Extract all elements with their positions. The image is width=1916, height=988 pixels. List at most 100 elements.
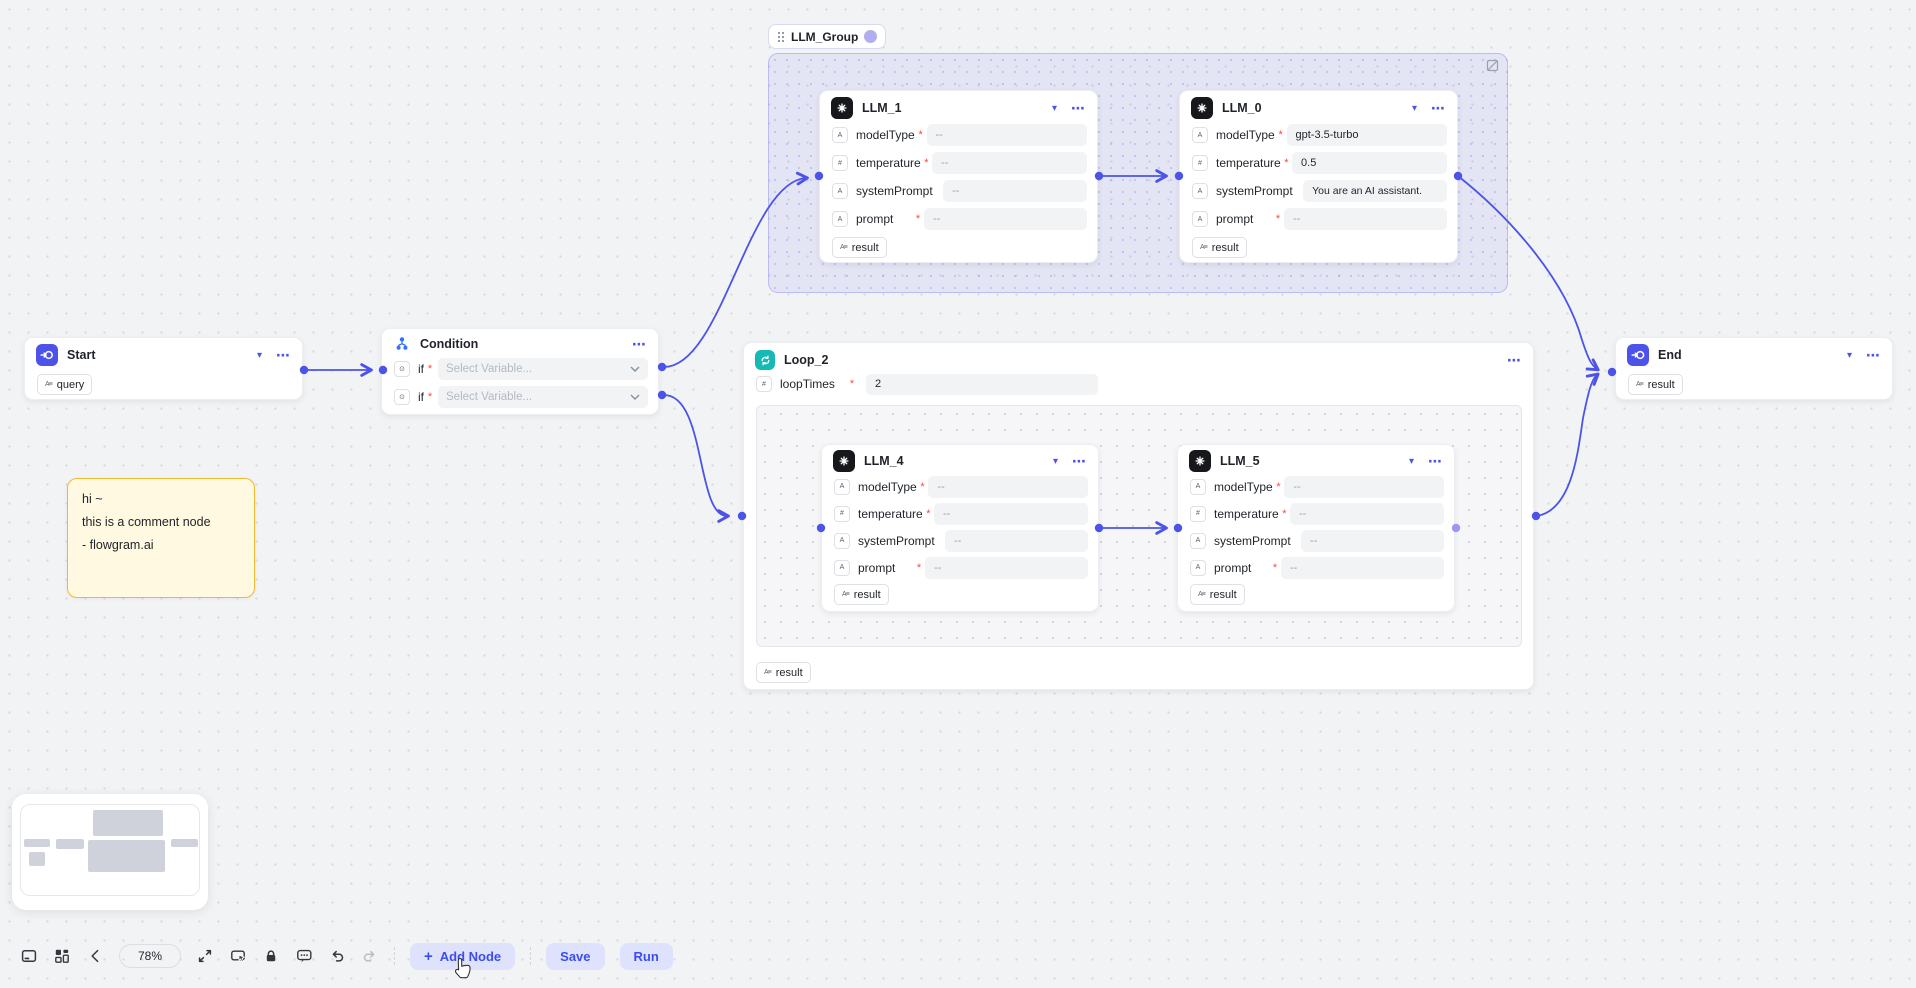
field-input[interactable]: -- — [933, 502, 1088, 525]
output-tag: A≡ result — [1192, 237, 1247, 258]
minimap-toggle-icon[interactable] — [20, 947, 38, 965]
select-mode-icon[interactable] — [229, 947, 247, 965]
field-row: A prompt * -- — [822, 554, 1098, 581]
end-icon — [1627, 344, 1649, 366]
output-tag: A≡ result — [1190, 584, 1245, 605]
node-title: LLM_4 — [864, 454, 904, 468]
collapse-icon[interactable]: ▾ — [1846, 349, 1852, 361]
field-input[interactable]: -- — [943, 180, 1087, 202]
node-title: Loop_2 — [784, 353, 829, 367]
more-menu-icon[interactable]: ⋯ — [1071, 100, 1085, 116]
node-start[interactable]: Start ▾ ⋯ A≡ query — [24, 337, 303, 400]
field-input[interactable]: -- — [945, 529, 1088, 552]
run-button[interactable]: Run — [619, 942, 673, 970]
minimap-node — [171, 839, 198, 847]
auto-layout-icon[interactable] — [53, 947, 71, 965]
field-row: A prompt * -- — [1180, 205, 1457, 233]
field-input[interactable]: -- — [928, 475, 1088, 498]
node-llm-4[interactable]: LLM_4 ▾ ⋯ A modelType * -- # temperature… — [821, 444, 1099, 612]
more-menu-icon[interactable]: ⋯ — [1866, 347, 1880, 363]
save-button[interactable]: Save — [546, 942, 605, 970]
collapse-icon[interactable]: ▾ — [1408, 455, 1414, 467]
collapse-icon[interactable]: ▾ — [256, 349, 262, 361]
string-type-icon: A — [1192, 211, 1208, 227]
node-llm-5[interactable]: LLM_5 ▾ ⋯ A modelType * -- # temperature… — [1177, 444, 1455, 612]
string-type-icon: A≡ — [1200, 244, 1208, 251]
node-title: LLM_5 — [1220, 454, 1260, 468]
string-type-icon: A≡ — [45, 381, 53, 388]
fit-view-icon[interactable] — [86, 947, 104, 965]
edge-if1-loop — [663, 394, 730, 523]
string-type-icon: A — [1190, 478, 1206, 495]
field-input[interactable]: -- — [1301, 529, 1444, 552]
field-row: A systemPrompt -- — [822, 527, 1098, 554]
llm-icon — [1191, 97, 1213, 119]
lock-icon[interactable] — [262, 947, 280, 965]
collapse-icon[interactable]: ▾ — [1052, 455, 1058, 467]
number-type-icon: # — [832, 155, 848, 171]
if-type-icon: ⊙ — [394, 361, 410, 377]
minimap-viewport[interactable] — [20, 804, 200, 896]
zoom-level[interactable]: 78% — [119, 944, 181, 968]
comment-line: this is a comment node — [82, 515, 211, 529]
field-input[interactable]: gpt-3.5-turbo — [1286, 124, 1447, 146]
string-type-icon: A — [1192, 127, 1208, 143]
node-end[interactable]: End ▾ ⋯ A≡ result — [1615, 337, 1893, 400]
field-input[interactable]: -- — [1284, 208, 1447, 230]
redo-icon[interactable] — [361, 947, 379, 965]
fullscreen-icon[interactable] — [196, 947, 214, 965]
field-input[interactable]: -- — [924, 208, 1087, 230]
field-input[interactable]: -- — [926, 124, 1087, 146]
loop-times-input[interactable]: 2 — [866, 373, 1098, 395]
string-type-icon: A≡ — [840, 244, 848, 251]
output-tag: A≡ result — [832, 237, 887, 258]
field-row: # temperature * 0.5 — [1180, 149, 1457, 177]
field-input[interactable]: -- — [932, 152, 1087, 174]
condition-branch-row: ⊙ if * Select Variable... — [382, 383, 658, 411]
string-type-icon: A≡ — [1198, 591, 1206, 598]
comment-tool-icon[interactable] — [295, 947, 313, 965]
field-row: A prompt * -- — [820, 205, 1097, 233]
add-node-button[interactable]: + Add Node — [410, 942, 516, 970]
node-condition[interactable]: Condition ⋯ ⊙ if * Select Variable... ⊙ … — [381, 328, 659, 415]
field-row: # temperature * -- — [1178, 500, 1454, 527]
field-row: A systemPrompt You are an AI assistant. — [1180, 177, 1457, 205]
loop-icon — [755, 350, 775, 370]
string-type-icon: A — [834, 478, 850, 495]
string-type-icon: A — [832, 127, 848, 143]
collapse-icon[interactable]: ▾ — [1051, 102, 1057, 114]
more-menu-icon[interactable]: ⋯ — [1072, 453, 1086, 469]
llm-group-header[interactable]: LLM_Group — [768, 24, 887, 49]
string-type-icon: A≡ — [1636, 381, 1644, 388]
variable-select[interactable]: Select Variable... — [438, 358, 648, 380]
field-input[interactable]: 0.5 — [1292, 152, 1447, 174]
field-input[interactable]: -- — [925, 556, 1088, 579]
ungroup-icon[interactable] — [1486, 59, 1499, 72]
start-icon — [36, 344, 58, 366]
more-menu-icon[interactable]: ⋯ — [1428, 453, 1442, 469]
variable-select[interactable]: Select Variable... — [438, 386, 648, 408]
field-input[interactable]: -- — [1284, 475, 1444, 498]
condition-icon — [393, 336, 411, 351]
drag-handle-icon[interactable] — [777, 31, 785, 43]
node-llm-1[interactable]: LLM_1 ▾ ⋯ A modelType * -- # temperature… — [819, 90, 1098, 263]
chevron-down-icon — [630, 366, 640, 372]
more-menu-icon[interactable]: ⋯ — [276, 347, 290, 363]
more-menu-icon[interactable]: ⋯ — [1507, 352, 1521, 368]
minimap[interactable] — [12, 794, 208, 910]
field-input[interactable]: -- — [1281, 556, 1444, 579]
more-menu-icon[interactable]: ⋯ — [632, 335, 646, 352]
field-input[interactable]: -- — [1289, 502, 1444, 525]
number-type-icon: # — [834, 505, 850, 522]
undo-icon[interactable] — [328, 947, 346, 965]
more-menu-icon[interactable]: ⋯ — [1431, 100, 1445, 116]
comment-node[interactable]: hi ~ this is a comment node - flowgram.a… — [67, 478, 255, 598]
string-type-icon: A≡ — [842, 591, 850, 598]
node-title: LLM_0 — [1222, 101, 1262, 115]
llm-icon — [833, 450, 855, 472]
field-input[interactable]: You are an AI assistant. — [1303, 180, 1447, 202]
group-color-dot[interactable] — [864, 30, 878, 43]
node-llm-0[interactable]: LLM_0 ▾ ⋯ A modelType * gpt-3.5-turbo # … — [1179, 90, 1458, 263]
collapse-icon[interactable]: ▾ — [1411, 102, 1417, 114]
